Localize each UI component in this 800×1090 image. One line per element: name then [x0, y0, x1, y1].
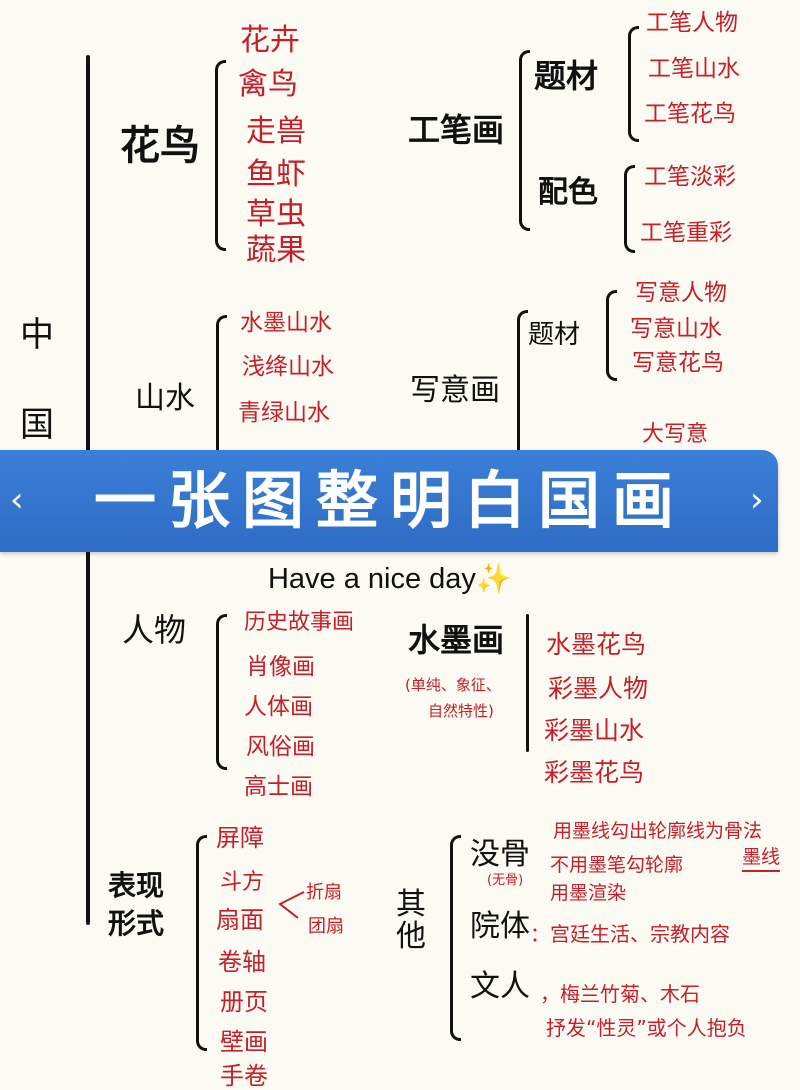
gongbi-ticai-item: 工笔山水 [648, 56, 740, 82]
gongbi-peise-label: 配色 [538, 175, 598, 210]
wenren-desc: ，梅兰竹菊、木石 [540, 982, 700, 1006]
shanmian-branch [278, 891, 305, 919]
shanshui-item: 浅绛山水 [242, 354, 334, 380]
shanmian-sub-item: 折扇 [306, 882, 342, 903]
renwu-item: 历史故事画 [244, 610, 355, 635]
root-char-1: 中 [20, 315, 54, 355]
gongbi-ticai-bracket [628, 26, 639, 142]
chevron-right-icon[interactable]: › [750, 480, 764, 520]
mogu-desc: 用墨渲染 [550, 882, 627, 904]
huaniao-bracket [215, 60, 226, 251]
renwu-bracket [216, 614, 227, 770]
biaoxian-label: 形式 [108, 907, 165, 940]
biaoxian-bracket [196, 835, 207, 1051]
gongbi-peise-item: 工笔重彩 [640, 220, 732, 246]
qita-bracket [450, 835, 461, 1041]
shanmian-sub-item: 团扇 [308, 916, 344, 937]
shuimo-item: 彩墨山水 [544, 716, 645, 745]
gongbi-peise-item: 工笔淡彩 [644, 164, 736, 190]
huaniao-item: 草虫 [246, 197, 306, 232]
renwu-item: 人体画 [244, 694, 313, 720]
mogu-mark: 墨线 [742, 848, 781, 872]
xieyi-ticai-item: 写意花鸟 [632, 350, 724, 376]
mogu-label: 没骨 [470, 837, 530, 872]
biaoxian-item: 壁画 [220, 1028, 268, 1056]
xieyi-ticai-item: 写意山水 [630, 316, 722, 342]
biaoxian-item: 册页 [220, 988, 268, 1016]
root-char-2: 国 [20, 405, 54, 445]
huaniao-item: 禽鸟 [238, 67, 298, 102]
renwu-item: 风俗画 [246, 734, 315, 760]
mogu-note: (无骨) [487, 873, 524, 888]
wenren-label: 文人 [470, 969, 530, 1004]
gongbi-ticai-item: 工笔人物 [646, 10, 738, 36]
yuanti-desc: ：宫廷生活、宗教内容 [530, 922, 730, 946]
gongbi-peise-bracket [624, 165, 635, 253]
yuanti-label: 院体 [470, 909, 530, 944]
xieyi-label: 写意画 [410, 373, 500, 408]
xieyi-ticai-label: 题材 [528, 320, 581, 350]
gongbi-label: 工笔画 [408, 111, 505, 149]
shuimo-item: 彩墨花鸟 [544, 758, 645, 787]
banner-title: 一张图整明白国画 [93, 464, 686, 537]
xieyi-ticai-bracket [606, 290, 617, 381]
wenren-desc: 抒发“性灵”或个人抱负 [546, 1016, 747, 1040]
biaoxian-item: 斗方 [220, 870, 265, 895]
renwu-item: 高士画 [244, 774, 313, 800]
renwu-label: 人物 [122, 611, 187, 649]
biaoxian-item: 扇面 [216, 906, 264, 934]
biaoxian-item: 卷轴 [218, 948, 266, 976]
huaniao-item: 走兽 [246, 114, 306, 149]
biaoxian-item: 手卷 [220, 1062, 268, 1090]
shanshui-item: 青绿山水 [238, 400, 330, 426]
shanshui-label: 山水 [135, 381, 195, 416]
shuimo-label: 水墨画 [408, 621, 505, 659]
huaniao-item: 花卉 [240, 23, 300, 58]
shanshui-item: 水墨山水 [240, 310, 332, 336]
shuimo-item: 水墨花鸟 [546, 630, 647, 659]
subtitle: Have a nice day✨ [267, 563, 513, 595]
xieyi-partial-item: 大写意 [642, 422, 709, 447]
gongbi-ticai-item: 工笔花鸟 [644, 101, 736, 127]
gongbi-ticai-label: 题材 [534, 57, 599, 95]
shuimo-note: 自然特性) [428, 702, 494, 720]
qita-label: 他 [396, 919, 426, 954]
shanshui-bracket [216, 315, 227, 461]
huaniao-item: 鱼虾 [246, 157, 306, 192]
renwu-item: 肖像画 [246, 654, 315, 680]
huaniao-label: 花鸟 [120, 123, 200, 169]
mogu-desc: 不用墨笔勾轮廓 [550, 854, 684, 876]
shuimo-note: (单纯、象征、 [405, 676, 501, 694]
qita-label: 其 [396, 887, 426, 922]
biaoxian-label: 表现 [108, 869, 165, 902]
huaniao-item: 蔬果 [246, 233, 306, 268]
biaoxian-item: 屏障 [216, 824, 264, 852]
mogu-desc: 用墨线勾出轮廓线为骨法 [553, 820, 763, 842]
title-banner: ‹ 一张图整明白国画 › [0, 450, 778, 552]
gongbi-bracket [519, 50, 530, 231]
chevron-left-icon[interactable]: ‹ [10, 480, 24, 520]
shuimo-bracket [526, 614, 529, 752]
xieyi-ticai-item: 写意人物 [635, 280, 727, 306]
xieyi-bracket [517, 310, 528, 461]
shuimo-item: 彩墨人物 [548, 674, 649, 703]
